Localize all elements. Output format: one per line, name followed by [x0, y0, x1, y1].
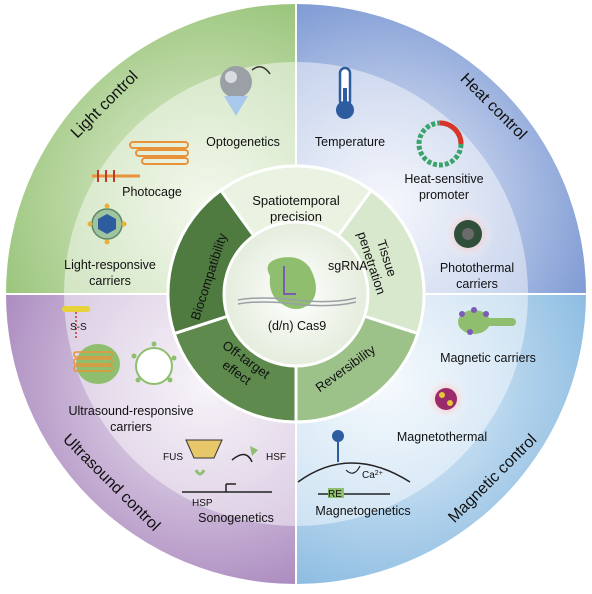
photothermal-label-1: Photothermal [440, 261, 514, 275]
optogenetics-label: Optogenetics [206, 135, 280, 149]
cas9-label: (d/n) Cas9 [268, 319, 326, 333]
spatiotemporal-label-2: precision [270, 209, 322, 224]
re-label: RE [328, 489, 342, 500]
cas9-icon [237, 257, 357, 309]
transducer-icon [182, 439, 272, 493]
photothermal-label-2: carriers [456, 277, 498, 291]
us-carriers-label-2: carriers [110, 420, 152, 434]
magnetothermal-icon [424, 377, 468, 421]
bulb-icon [220, 66, 271, 116]
photothermal-icon [442, 208, 494, 260]
fus-label: FUS [163, 452, 183, 463]
hsp-label: HSP [192, 498, 213, 509]
thermometer-icon [336, 66, 354, 119]
sgrna-label: sgRNA [328, 259, 368, 273]
temperature-label: Temperature [315, 135, 385, 149]
heat-promoter-icon [416, 120, 464, 168]
magnetic-carriers-label: Magnetic carriers [440, 351, 536, 365]
photocage-label: Photocage [122, 185, 182, 199]
heat-promoter-label-2: promoter [419, 188, 469, 202]
ss-label: S-S [70, 322, 87, 333]
sonogenetics-label: Sonogenetics [198, 511, 274, 525]
heat-promoter-label-1: Heat-sensitive [404, 172, 483, 186]
plasmid-icon [92, 141, 189, 182]
us-carriers-label-1: Ultrasound-responsive [68, 404, 193, 418]
magnetogenetics-icon [297, 430, 411, 498]
spatiotemporal-label-1: Spatiotemporal [252, 193, 340, 208]
magnet-carrier-icon [458, 307, 516, 335]
light-carriers-label-2: carriers [89, 274, 131, 288]
nanoparticle-icon [87, 203, 127, 245]
magnetogenetics-label: Magnetogenetics [315, 504, 410, 518]
bubble-icon [131, 341, 177, 385]
magnetothermal-label: Magnetothermal [397, 430, 487, 444]
ca-label: Ca2+ [362, 470, 383, 482]
light-carriers-label-1: Light-responsive [64, 258, 156, 272]
ss-carrier-icon [62, 306, 120, 384]
hsf-label: HSF [266, 452, 286, 463]
